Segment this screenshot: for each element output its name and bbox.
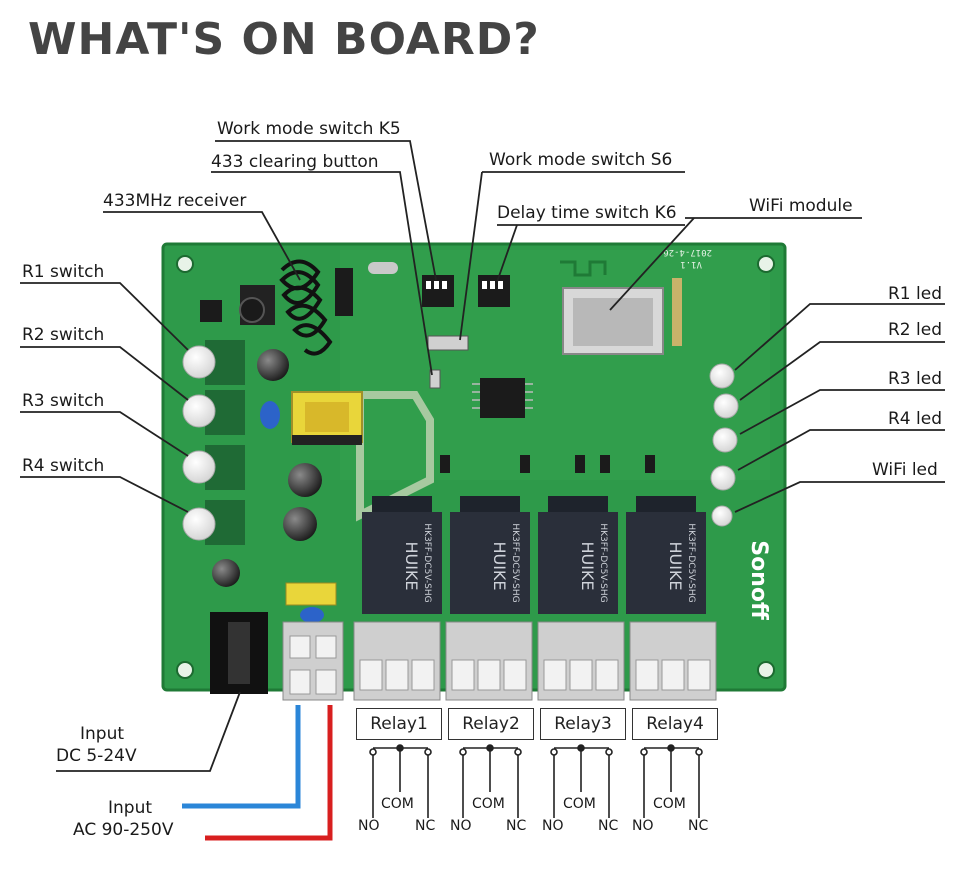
r1-led bbox=[709, 363, 735, 389]
label-input-ac-1: Input bbox=[108, 798, 153, 818]
silkscreen-date: 2017-4-26 bbox=[663, 247, 712, 257]
relay1-com: COM bbox=[381, 796, 414, 812]
label-work-mode-k5: Work mode switch K5 bbox=[217, 119, 401, 139]
label-input-dc-2: DC 5-24V bbox=[56, 746, 137, 766]
relay-body-3 bbox=[538, 512, 618, 614]
relay3-com: COM bbox=[563, 796, 596, 812]
label-input-dc-1: Input bbox=[80, 724, 125, 744]
yellow-capacitor bbox=[285, 582, 337, 606]
capacitor bbox=[288, 463, 322, 497]
relay-brand-text: HUIKE bbox=[490, 541, 509, 590]
relays bbox=[362, 496, 706, 614]
header-pins bbox=[672, 278, 682, 346]
label-r3-switch: R3 switch bbox=[22, 391, 105, 411]
relay2-nc: NC bbox=[506, 818, 527, 834]
capacitor bbox=[283, 507, 317, 541]
leader-lines bbox=[20, 140, 945, 772]
wifi-led bbox=[711, 505, 733, 527]
relay1-nc: NC bbox=[415, 818, 436, 834]
contact-symbol-4 bbox=[640, 744, 703, 818]
label-work-mode-s6: Work mode switch S6 bbox=[489, 150, 673, 170]
relay-contact-symbols bbox=[369, 744, 703, 818]
relay-model-text: HK3FF-DC5V-SHG bbox=[598, 523, 608, 602]
r4-led bbox=[710, 465, 736, 491]
r2-led bbox=[713, 393, 739, 419]
page-title: WHAT'S ON BOARD? bbox=[28, 14, 540, 65]
relay1-label: Relay1 bbox=[356, 708, 442, 740]
relay-body-2 bbox=[450, 512, 530, 614]
label-r3-led: R3 led bbox=[888, 369, 943, 389]
pcb-isolation-slot bbox=[356, 391, 434, 522]
capacitor bbox=[257, 349, 289, 381]
mounting-hole bbox=[757, 255, 775, 273]
relay-model-text: HK3FF-DC5V-SHG bbox=[686, 523, 696, 602]
relay-brand-text: HUIKE bbox=[578, 541, 597, 590]
r2-switch-button bbox=[182, 394, 216, 428]
relay2-com: COM bbox=[472, 796, 505, 812]
contact-symbol-2 bbox=[459, 744, 522, 818]
relay4-label: Relay4 bbox=[632, 708, 718, 740]
relay3-label: Relay3 bbox=[540, 708, 626, 740]
wire-blue bbox=[182, 705, 301, 809]
relay-body-1 bbox=[362, 512, 442, 614]
silkscreen-brand: Sonoff bbox=[746, 540, 771, 621]
contact-symbol-3 bbox=[550, 744, 613, 818]
clearing-button bbox=[427, 335, 469, 351]
relay4-com: COM bbox=[653, 796, 686, 812]
ic-chip bbox=[200, 300, 222, 322]
relay3-no: NO bbox=[542, 818, 564, 834]
inductor bbox=[239, 297, 265, 323]
capacitor bbox=[212, 559, 240, 587]
blue-capacitor bbox=[260, 401, 280, 429]
antenna-coil bbox=[279, 259, 333, 356]
leds bbox=[709, 363, 739, 527]
mounting-hole bbox=[176, 255, 194, 273]
terminal-blocks bbox=[282, 621, 717, 701]
label-wifi-led: WiFi led bbox=[872, 460, 938, 480]
relay-brand-text: HUIKE bbox=[666, 541, 685, 590]
r1-switch-button bbox=[182, 345, 216, 379]
mounting-hole bbox=[757, 661, 775, 679]
mcu-chip bbox=[480, 378, 525, 418]
r4-switch-button bbox=[182, 507, 216, 541]
label-r1-led: R1 led bbox=[888, 284, 943, 304]
wire-red bbox=[205, 705, 333, 841]
crystal bbox=[368, 262, 398, 274]
r3-led bbox=[712, 427, 738, 453]
r3-switch-button bbox=[182, 450, 216, 484]
ic-chip bbox=[335, 268, 353, 316]
label-r2-switch: R2 switch bbox=[22, 325, 105, 345]
relay4-nc: NC bbox=[688, 818, 709, 834]
label-wifi-module: WiFi module bbox=[749, 196, 853, 216]
relay-model-text: HK3FF-DC5V-SHG bbox=[422, 523, 432, 602]
mounting-hole bbox=[176, 661, 194, 679]
wifi-antenna-trace bbox=[560, 260, 607, 277]
relay2-label: Relay2 bbox=[448, 708, 534, 740]
label-r4-switch: R4 switch bbox=[22, 456, 105, 476]
transformer-base bbox=[292, 435, 362, 445]
label-r2-led: R2 led bbox=[888, 320, 943, 340]
relay1-no: NO bbox=[358, 818, 380, 834]
label-433-clearing: 433 clearing button bbox=[211, 152, 379, 172]
relay-brand-text: HUIKE bbox=[402, 541, 421, 590]
relay3-nc: NC bbox=[598, 818, 619, 834]
blue-capacitor bbox=[300, 607, 324, 623]
label-r1-switch: R1 switch bbox=[22, 262, 105, 282]
pcb-trace-area bbox=[340, 250, 770, 480]
relay-body-4 bbox=[626, 512, 706, 614]
relay-model-text: HK3FF-DC5V-SHG bbox=[510, 523, 520, 602]
label-delay-k6: Delay time switch K6 bbox=[497, 203, 677, 223]
r-switches bbox=[182, 340, 245, 545]
silkscreen-version: V1.1 bbox=[680, 259, 702, 269]
label-input-ac-2: AC 90-250V bbox=[73, 820, 174, 840]
contact-symbol-1 bbox=[369, 744, 432, 818]
dip-switch-k5 bbox=[422, 275, 454, 307]
small-button bbox=[429, 369, 441, 389]
label-r4-led: R4 led bbox=[888, 409, 943, 429]
relay2-no: NO bbox=[450, 818, 472, 834]
dip-switch-s6 bbox=[478, 275, 510, 307]
label-433-receiver: 433MHz receiver bbox=[103, 191, 247, 211]
relay4-no: NO bbox=[632, 818, 654, 834]
